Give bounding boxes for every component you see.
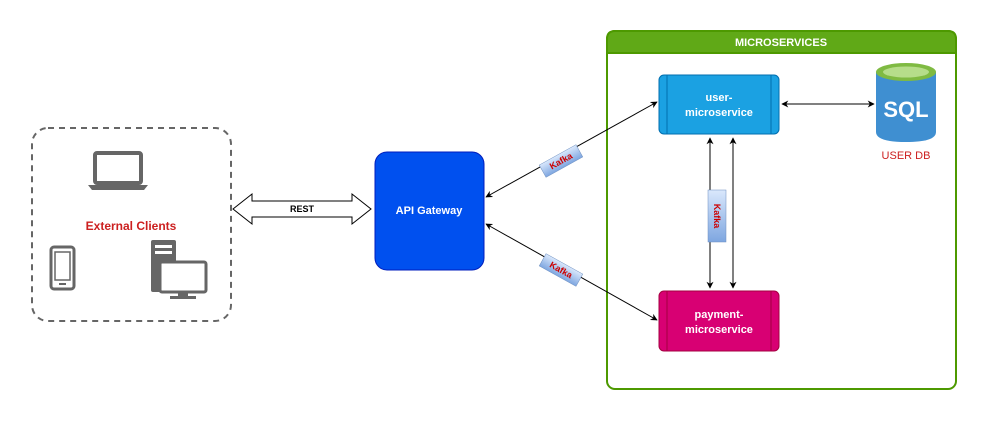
user-microservice-label-line1: user- [706, 92, 733, 104]
payment-microservice-label-line2: microservice [685, 324, 753, 336]
kafka-tag-vertical: Kafka [707, 189, 727, 243]
rest-connector: REST [232, 192, 372, 226]
laptop-icon [88, 151, 148, 190]
user-microservice[interactable]: user- microservice [658, 74, 780, 135]
user-db-label: USER DB [882, 150, 931, 162]
kafka-label-vertical: Kafka [712, 204, 722, 230]
kafka-tag-bottom: Kafka [538, 253, 584, 287]
kafka-tag-top: Kafka [538, 144, 584, 178]
sql-icon-text: SQL [883, 97, 928, 122]
rest-label: REST [290, 204, 315, 214]
payment-microservice-label-line1: payment- [695, 309, 744, 321]
external-clients-group: External Clients [31, 127, 232, 322]
sql-database-icon: SQL [876, 63, 936, 142]
user-microservice-label-line2: microservice [685, 107, 753, 119]
external-clients-label: External Clients [86, 219, 177, 233]
phone-icon [49, 245, 76, 291]
desktop-icon [151, 240, 208, 299]
api-gateway-label: API Gateway [396, 205, 464, 217]
microservices-title: MICROSERVICES [735, 37, 827, 49]
payment-microservice[interactable]: payment- microservice [658, 290, 780, 352]
api-gateway[interactable]: API Gateway [374, 151, 485, 271]
